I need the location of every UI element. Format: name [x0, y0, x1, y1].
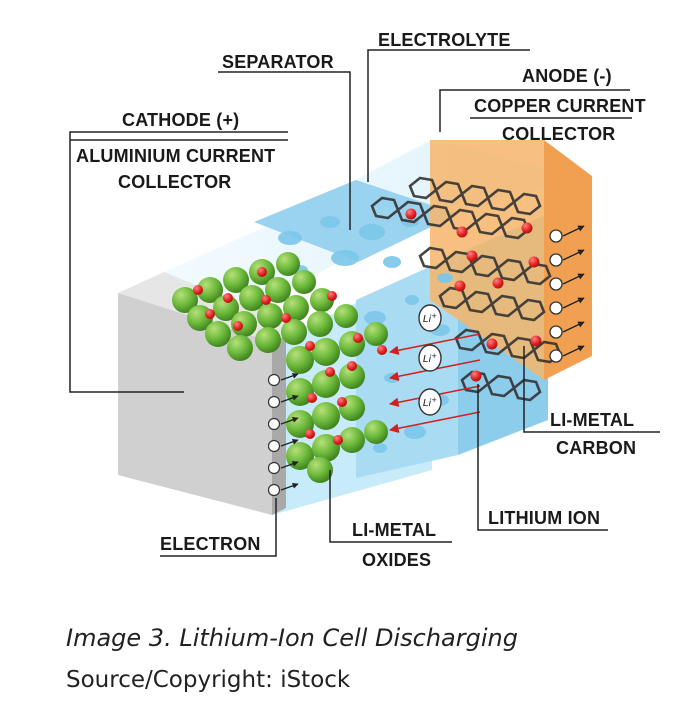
carbon-lithium-dots [405, 208, 542, 382]
label-li-metal-oxides-line2: OXIDES [362, 550, 431, 570]
li-ion-3: Li+ [418, 388, 442, 416]
figure-caption: Image 3. Lithium-Ion Cell Discharging [66, 624, 518, 652]
label-lithium-ion: LITHIUM ION [488, 508, 600, 528]
leader-electron [160, 498, 277, 557]
cathode-lithium-dots [193, 267, 387, 445]
label-li-metal-carbon-line2: CARBON [556, 438, 636, 458]
leader-anode [439, 89, 630, 132]
leader-separator [218, 71, 351, 230]
label-cathode: CATHODE (+) [122, 110, 239, 130]
leader-li-metal-oxides [329, 470, 452, 543]
li-ion-label: Li+ [423, 312, 437, 325]
cathode-electrons [267, 372, 299, 497]
label-aluminium-line2: COLLECTOR [118, 172, 231, 192]
li-ion-label: Li+ [423, 352, 437, 365]
label-aluminium-line1: ALUMINIUM CURRENT [76, 146, 275, 166]
li-ion-label: Li+ [423, 396, 437, 409]
label-separator: SEPARATOR [222, 52, 334, 72]
li-ion-1: Li+ [418, 304, 442, 332]
label-li-metal-carbon-line1: LI-METAL [550, 410, 634, 430]
separator-top-face [254, 180, 458, 262]
label-electrolyte: ELECTROLYTE [378, 30, 511, 50]
leader-lines [69, 49, 660, 557]
diagram-labels: ELECTROLYTE SEPARATOR ANODE (-) COPPER C… [76, 30, 646, 570]
figure-source: Source/Copyright: iStock [66, 667, 351, 693]
label-anode: ANODE (-) [522, 66, 612, 86]
cathode-particles [172, 252, 388, 483]
anode-electrons [549, 225, 585, 363]
copper-collector-front [544, 140, 592, 380]
label-copper-line2: COLLECTOR [502, 124, 615, 144]
lithium-ions-in-separator: Li+ Li+ Li+ [418, 304, 442, 416]
leader-li-metal-carbon [523, 346, 660, 433]
label-li-metal-oxides-line1: LI-METAL [352, 520, 436, 540]
leader-lithium-ion [477, 384, 608, 531]
label-electron: ELECTRON [160, 534, 261, 554]
leader-cathode [69, 131, 288, 393]
label-copper-line1: COPPER CURRENT [474, 96, 646, 116]
carbon-lattice [370, 176, 562, 402]
leader-electrolyte [367, 49, 530, 182]
li-ion-2: Li+ [418, 344, 442, 372]
